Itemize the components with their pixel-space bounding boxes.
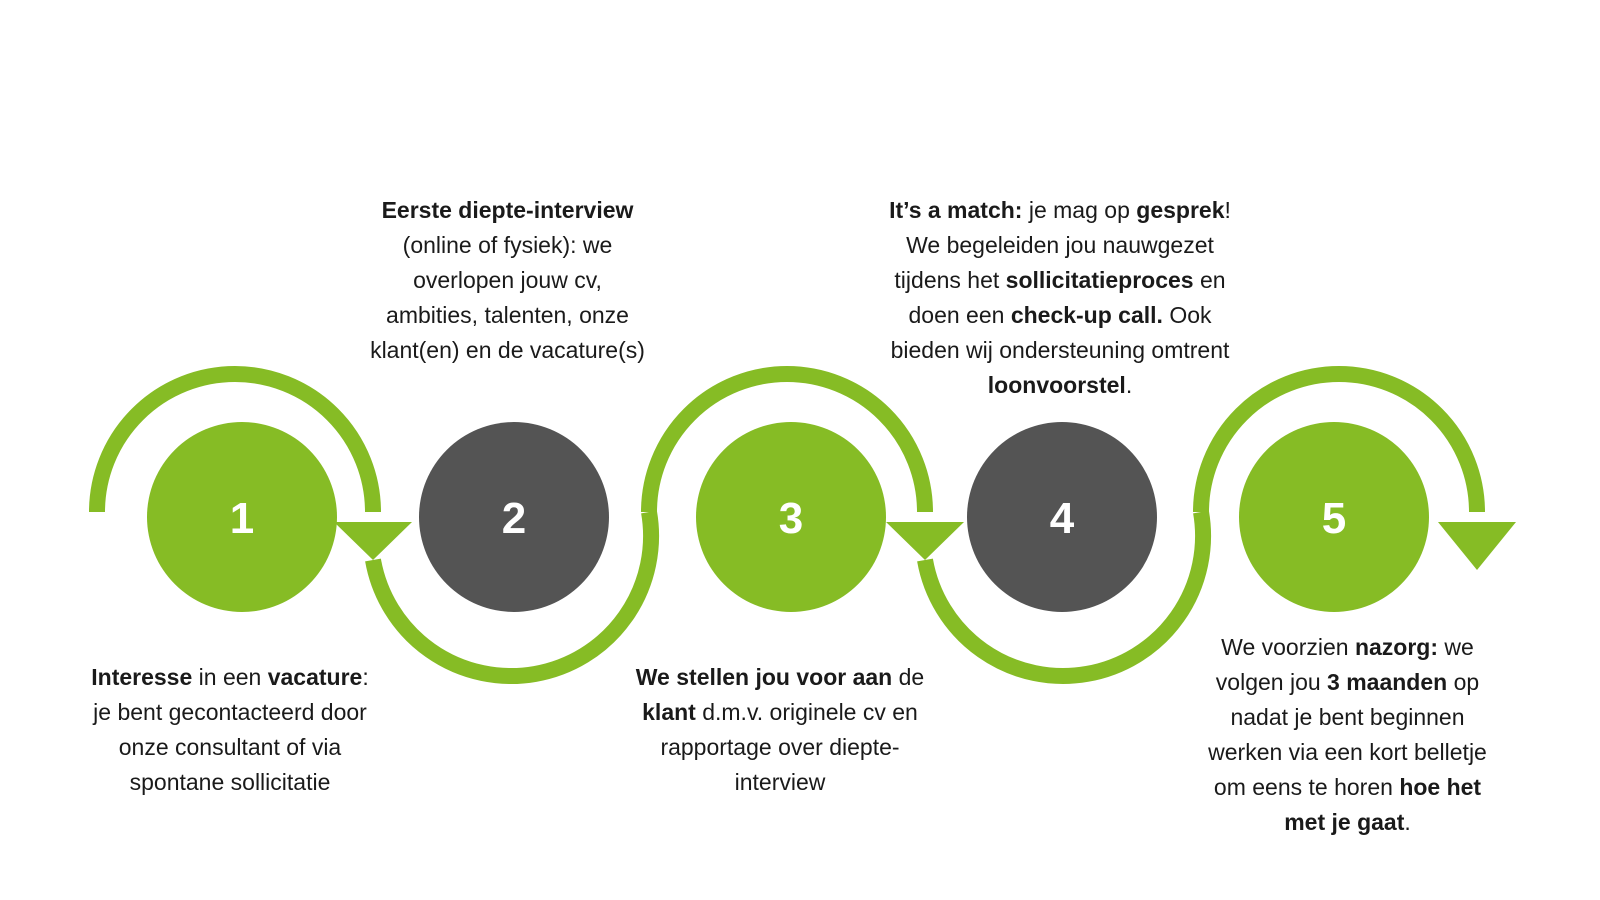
arc-under-step-2 xyxy=(365,510,659,685)
emphasis-text: gesprek xyxy=(1136,197,1225,223)
step-2-circle: 2 xyxy=(419,422,609,612)
wave-connector xyxy=(89,366,1516,685)
step-number: 5 xyxy=(1322,494,1346,543)
step-number: 1 xyxy=(230,494,254,543)
step-number: 2 xyxy=(502,494,526,543)
arc-under-step-4 xyxy=(917,510,1211,685)
step-3-description: We stellen jou voor aan de klant d.m.v. o… xyxy=(610,660,950,800)
arc-around-step-3 xyxy=(641,366,933,513)
step-2-description: Eerste diepte-interview (online of fysiek… xyxy=(335,193,680,368)
body-text: rapportage over diepte- xyxy=(660,734,900,760)
body-text: (online of fysiek): we xyxy=(402,232,613,258)
step-5-circle: 5 xyxy=(1239,422,1429,612)
step-3-circle: 3 xyxy=(696,422,886,612)
arc-around-step-1 xyxy=(89,366,381,513)
body-text: doen een xyxy=(908,302,1011,328)
body-text: je mag op xyxy=(1022,197,1137,223)
emphasis-text: It’s a match: xyxy=(889,197,1023,223)
body-text: d.m.v. originele cv en xyxy=(695,699,918,725)
emphasis-text: check-up call. xyxy=(1010,302,1163,328)
arrowhead-5 xyxy=(1438,522,1516,570)
body-text: volgen jou xyxy=(1215,669,1328,695)
emphasis-text: 3 maanden xyxy=(1327,669,1448,695)
body-text: . xyxy=(1125,372,1133,398)
step-5-description: We voorzien nazorg: we volgen jou 3 maand… xyxy=(1165,630,1530,840)
body-text: onze consultant of via xyxy=(118,734,342,760)
body-text: tijdens het xyxy=(894,267,1006,293)
body-text: overlopen jouw cv, xyxy=(413,267,602,293)
body-text: en xyxy=(1193,267,1226,293)
step-number: 3 xyxy=(779,494,803,543)
body-text: nadat je bent beginnen xyxy=(1230,704,1465,730)
body-text: we xyxy=(1438,634,1474,660)
step-4-description: It’s a match: je mag op gesprek! We begel… xyxy=(840,193,1280,403)
step-1-circle: 1 xyxy=(147,422,337,612)
emphasis-text: sollicitatieproces xyxy=(1005,267,1194,293)
emphasis-text: loonvoorstel xyxy=(987,372,1126,398)
body-text: ! xyxy=(1224,197,1231,223)
step-1-description: Interesse in een vacature: je bent gecont… xyxy=(60,660,400,800)
emphasis-text: met je gaat xyxy=(1284,809,1405,835)
emphasis-text: Interesse xyxy=(91,664,193,690)
body-text: bieden wij ondersteuning omtrent xyxy=(890,337,1230,363)
arrowhead-1 xyxy=(334,522,412,560)
emphasis-text: hoe het xyxy=(1399,774,1482,800)
step-number: 4 xyxy=(1050,494,1075,543)
body-text: spontane sollicitatie xyxy=(129,769,331,795)
body-text: klant(en) en de vacature(s) xyxy=(370,337,645,363)
body-text: . xyxy=(1404,809,1411,835)
emphasis-text: nazorg: xyxy=(1354,634,1439,660)
emphasis-text: We stellen jou voor aan xyxy=(635,664,893,690)
emphasis-text: vacature xyxy=(267,664,363,690)
body-text: je bent gecontacteerd door xyxy=(93,699,367,725)
arc-around-step-5 xyxy=(1193,366,1485,513)
body-text: om eens te horen xyxy=(1213,774,1400,800)
emphasis-text: klant xyxy=(642,699,696,725)
body-text: werken via een kort belletje xyxy=(1208,739,1487,765)
body-text: interview xyxy=(734,769,826,795)
step-4-circle: 4 xyxy=(967,422,1157,612)
body-text: in een xyxy=(192,664,268,690)
body-text: We voorzien xyxy=(1221,634,1355,660)
body-text: op xyxy=(1447,669,1480,695)
emphasis-text: Eerste diepte-interview xyxy=(381,197,634,223)
body-text: de xyxy=(892,664,925,690)
body-text: We begeleiden jou nauwgezet xyxy=(906,232,1214,258)
arrowhead-3 xyxy=(886,522,964,560)
body-text: ambities, talenten, onze xyxy=(386,302,629,328)
body-text: Ook xyxy=(1162,302,1212,328)
body-text: : xyxy=(362,664,369,690)
